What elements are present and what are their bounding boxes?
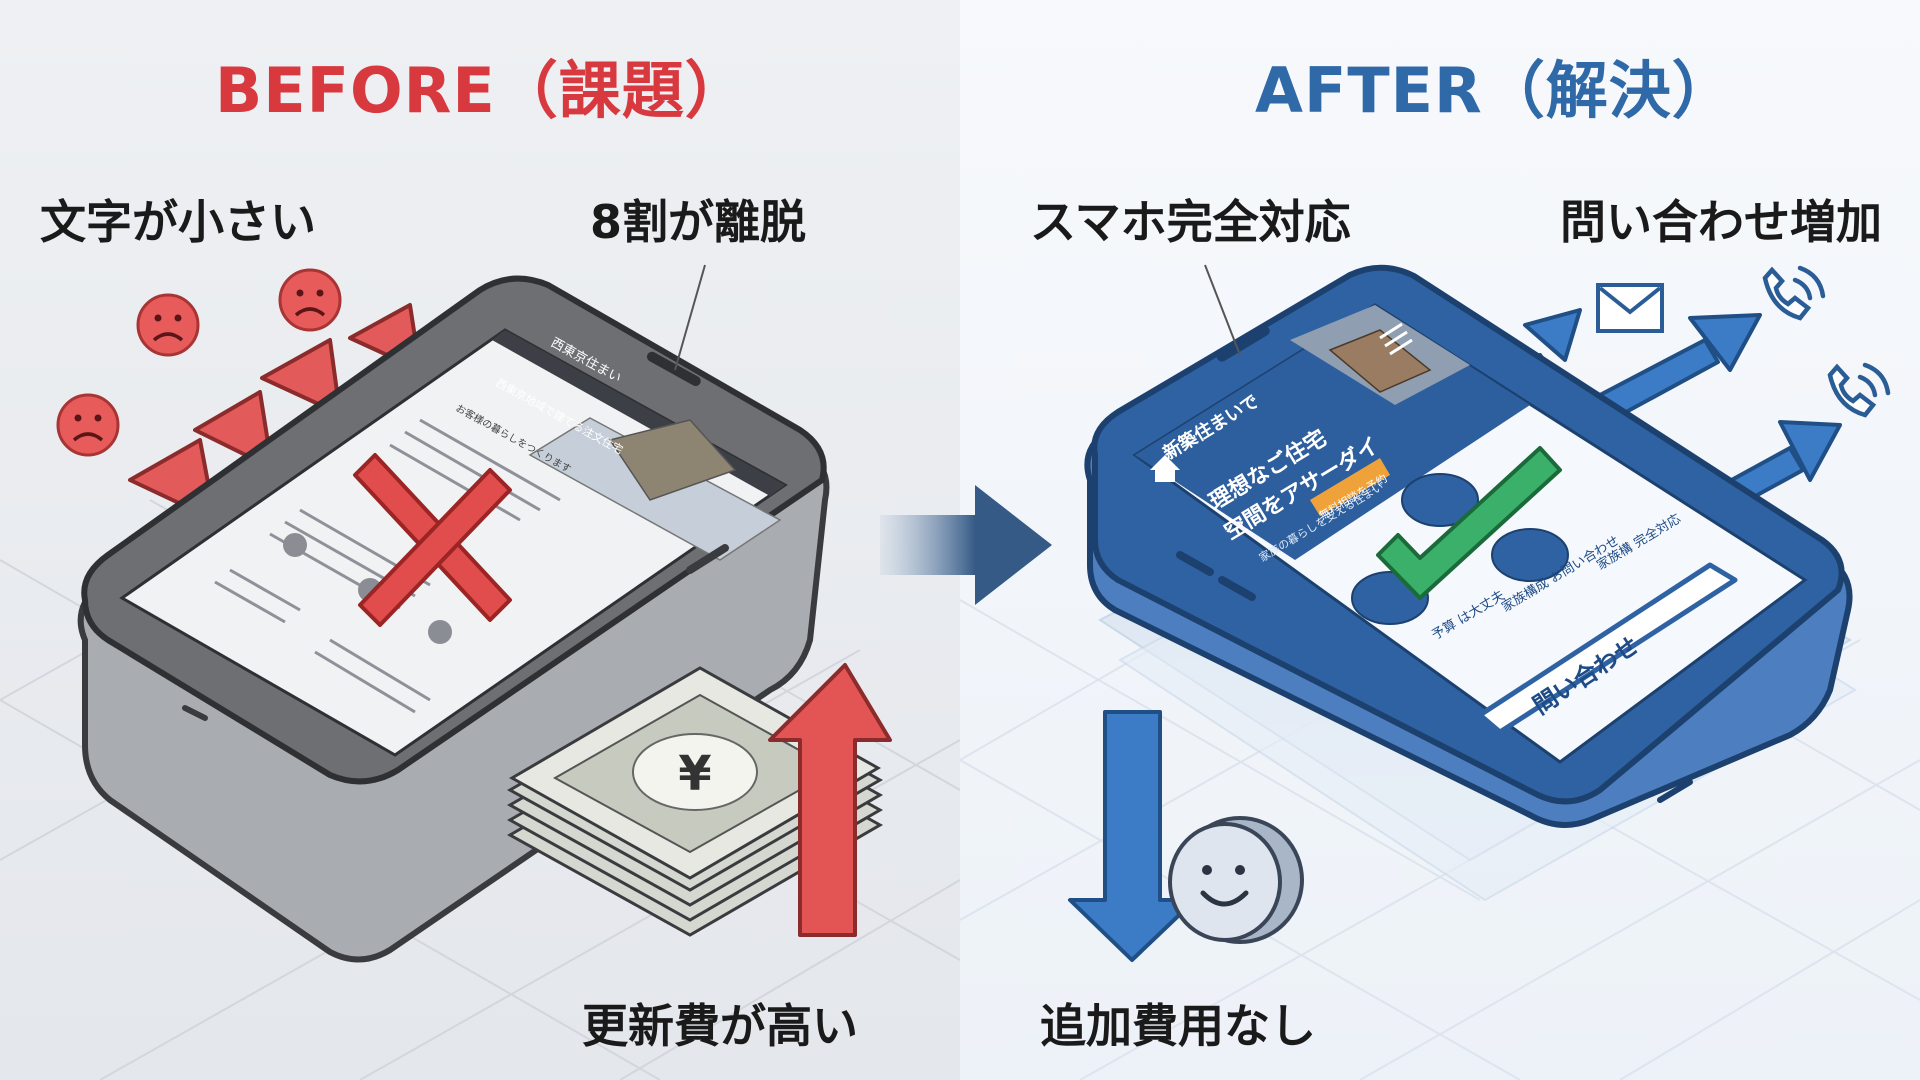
callout-line xyxy=(674,264,706,371)
after-title: AFTER（解決） xyxy=(1255,54,1735,127)
phone-icon xyxy=(1827,362,1891,418)
small-text-label: 文字が小さい xyxy=(40,195,316,249)
arrow-up-icon xyxy=(768,663,892,937)
arrow-right-icon xyxy=(880,485,1052,605)
envelope-icon xyxy=(1596,283,1664,333)
cross-icon xyxy=(353,453,512,627)
no-extra-cost-label: 追加費用なし xyxy=(1040,999,1316,1053)
callout-line xyxy=(1204,264,1241,356)
dropout-label: 8割が離脱 xyxy=(590,195,807,249)
home-icon xyxy=(1150,455,1180,482)
check-icon xyxy=(1376,446,1562,600)
inquiry-increase-label: 問い合わせ増加 xyxy=(1560,195,1882,249)
phone-icon xyxy=(1762,265,1826,321)
before-title: BEFORE（課題） xyxy=(215,54,748,127)
sad-face-icon xyxy=(278,268,342,332)
hamburger-icon xyxy=(1379,322,1413,356)
arrow-down-icon xyxy=(1068,710,1197,962)
svg-text:¥: ¥ xyxy=(678,746,711,802)
sad-face-icon xyxy=(56,393,120,457)
smiley-coin-icon xyxy=(1168,816,1304,944)
sad-face-icon xyxy=(136,293,200,357)
mobile-support-label: スマホ完全対応 xyxy=(1030,195,1351,249)
cost-high-label: 更新費が高い xyxy=(582,999,858,1053)
